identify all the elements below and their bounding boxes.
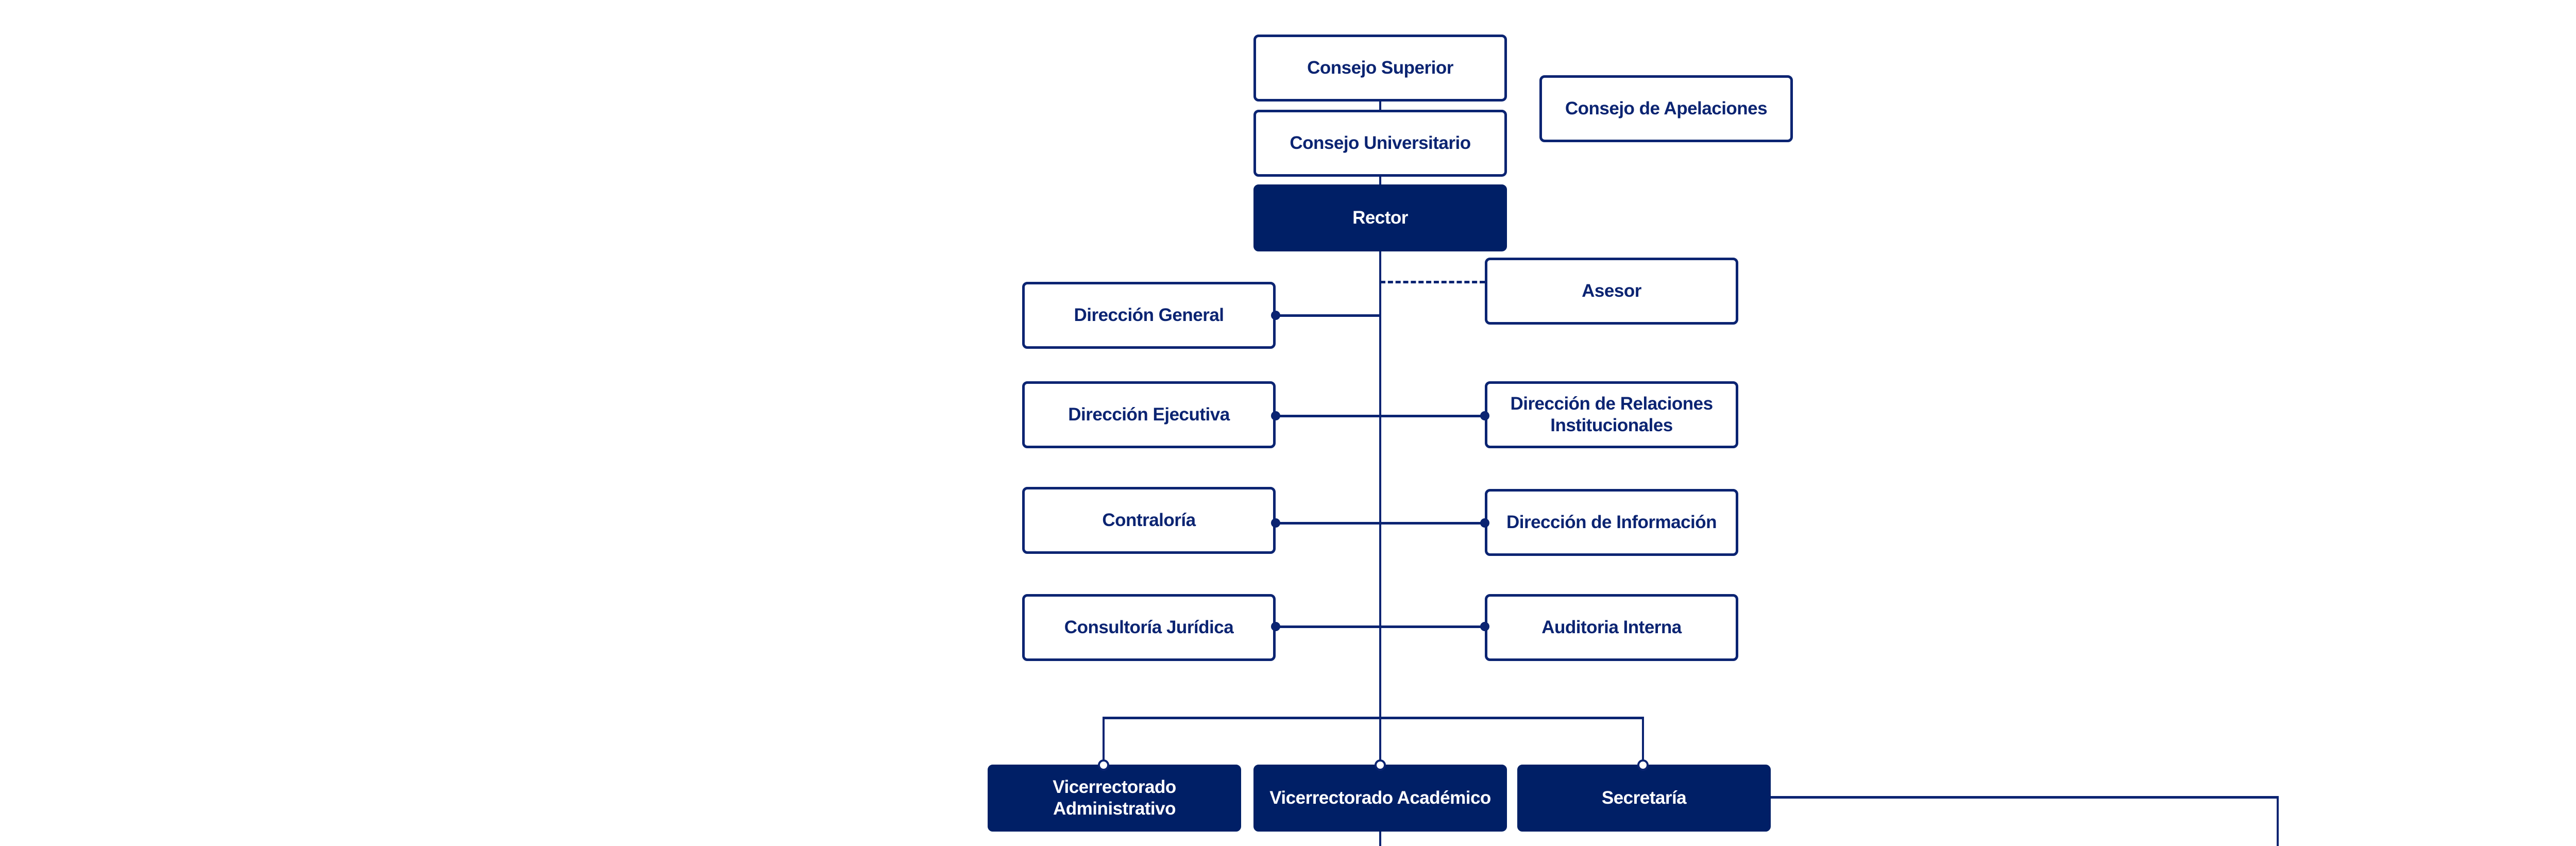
node-vicerrectorado-academico: Vicerrectorado Académico [1253,765,1507,832]
connector-dot [1271,622,1280,631]
secretaria-right-line [1771,796,2279,799]
node-direccion-relaciones: Dirección de Relaciones Institucionales [1485,381,1738,448]
node-secretaria: Secretaría [1517,765,1771,832]
node-contraloria: Contraloría [1022,487,1276,554]
secretaria-down-line [2277,796,2279,846]
connector-ring [1375,759,1386,771]
connector-dot [1271,518,1280,528]
contraloria-informacion-connector [1276,522,1485,524]
node-consejo-universitario: Consejo Universitario [1253,110,1507,177]
connector-dot [1271,311,1280,320]
vic-admin-drop-line [1103,717,1105,765]
asesor-dashed-line [1380,281,1485,283]
node-rector: Rector [1253,184,1507,251]
consultoria-auditoria-connector [1276,625,1485,628]
node-consejo-superior: Consejo Superior [1253,35,1507,101]
secretaria-drop-line [1642,717,1644,765]
connector-dot [1480,518,1489,528]
main-trunk-line [1379,101,1381,846]
node-direccion-informacion: Dirección de Información [1485,489,1738,556]
connector-ring [1637,759,1649,771]
connector-dot [1480,411,1489,420]
vicerrectorados-branch-line [1103,717,1644,719]
direccion-general-connector [1276,314,1380,317]
node-asesor: Asesor [1485,258,1738,325]
node-direccion-ejecutiva: Dirección Ejecutiva [1022,381,1276,448]
connector-dot [1271,411,1280,420]
connector-dot [1480,622,1489,631]
node-vicerrectorado-administrativo: Vicerrectorado Administrativo [988,765,1241,832]
node-direccion-general: Dirección General [1022,282,1276,349]
node-consejo-apelaciones: Consejo de Apelaciones [1539,75,1793,142]
ejecutiva-relaciones-connector [1276,415,1485,417]
node-auditoria-interna: Auditoria Interna [1485,594,1738,661]
connector-ring [1098,759,1109,771]
node-consultoria-juridica: Consultoría Jurídica [1022,594,1276,661]
